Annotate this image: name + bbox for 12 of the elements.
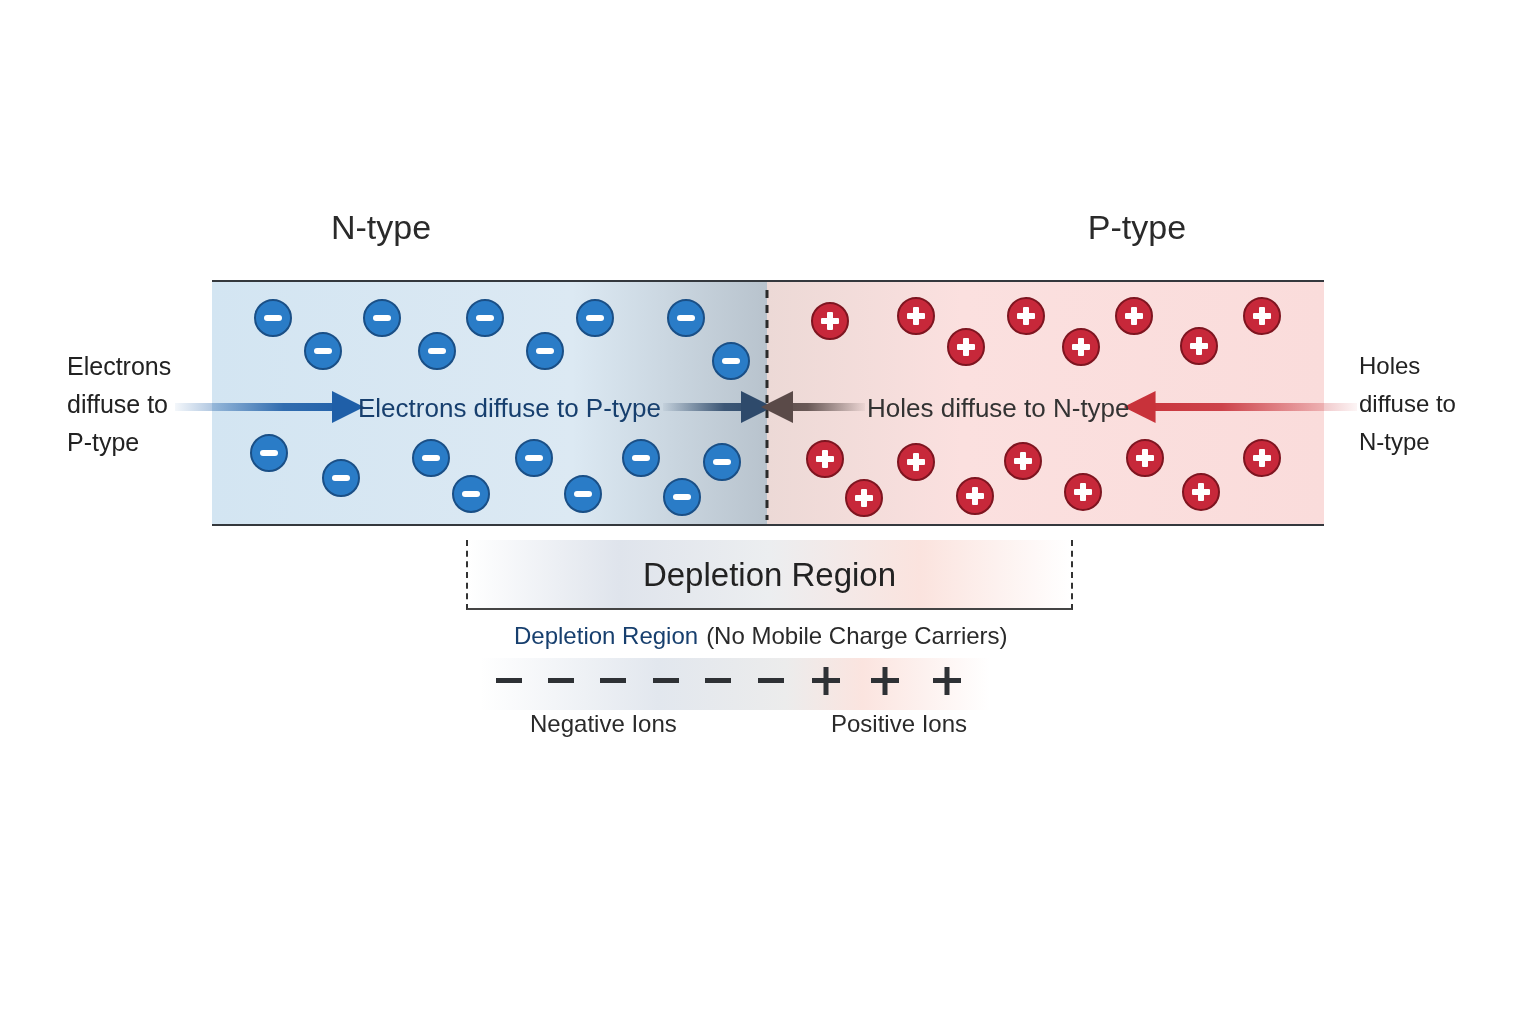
ion-label: Positive Ions — [831, 710, 968, 738]
arrow-label: Electrons diffuse to P-type — [358, 393, 661, 424]
side-caption: Holes diffuse to N-type — [1359, 347, 1463, 461]
ion-label: Negative Ions — [530, 710, 677, 738]
region-caption: Depletion Region — [514, 622, 699, 650]
region-note: (No Mobile Charge Carriers) — [706, 622, 1008, 650]
side-caption: Electrons diffuse to P-type — [67, 347, 173, 461]
depletion-region-box: Depletion Region — [466, 540, 1073, 610]
region-heading: P-type — [1086, 208, 1188, 247]
region-heading: N-type — [329, 208, 433, 247]
arrow-label: Holes diffuse to N-type — [867, 393, 1130, 424]
arrow — [761, 391, 865, 423]
